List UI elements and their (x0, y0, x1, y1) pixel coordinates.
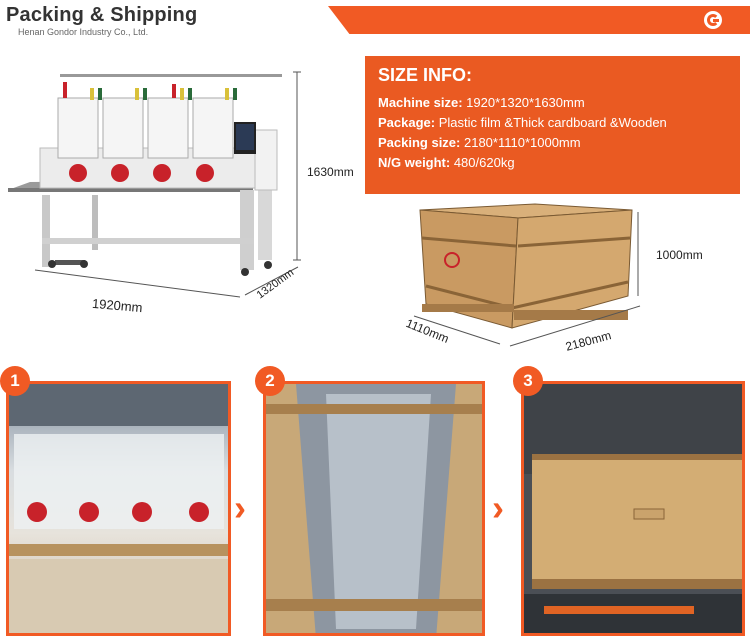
step-2-photo (263, 381, 485, 636)
box-height-label: 1000mm (656, 248, 703, 262)
page-title: Packing & Shipping (6, 4, 198, 26)
size-row-machine: Machine size: 1920*1320*1630mm (378, 95, 585, 110)
crate-in-container-image (524, 384, 742, 633)
header-banner (328, 6, 750, 34)
company-name: Henan Gondor Industry Co., Ltd. (18, 27, 149, 37)
size-info-heading: SIZE INFO: (378, 65, 472, 85)
machine-height-label: 1630mm (307, 165, 354, 179)
size-row-packing: Packing size: 2180*1110*1000mm (378, 135, 581, 150)
wooden-crate-image (413, 203, 641, 347)
size-info-panel: SIZE INFO: Machine size: 1920*1320*1630m… (365, 56, 740, 194)
step-1-badge: 1 (0, 366, 30, 396)
chevron-right-icon: › (492, 487, 504, 528)
step-3-badge: 3 (513, 366, 543, 396)
machine-width-label: 1920mm (91, 295, 144, 316)
step-3-photo (521, 381, 745, 636)
crate-top-view-image (266, 384, 482, 633)
wrapped-machine-image (9, 384, 228, 633)
size-row-weight: N/G weight: 480/620kg (378, 155, 515, 170)
size-row-package: Package: Plastic film &Thick cardboard &… (378, 115, 667, 130)
step-1-photo (6, 381, 231, 636)
brand-logo (704, 11, 722, 29)
embroidery-machine-image (8, 71, 301, 298)
chevron-right-icon: › (234, 487, 246, 528)
step-2-badge: 2 (255, 366, 285, 396)
